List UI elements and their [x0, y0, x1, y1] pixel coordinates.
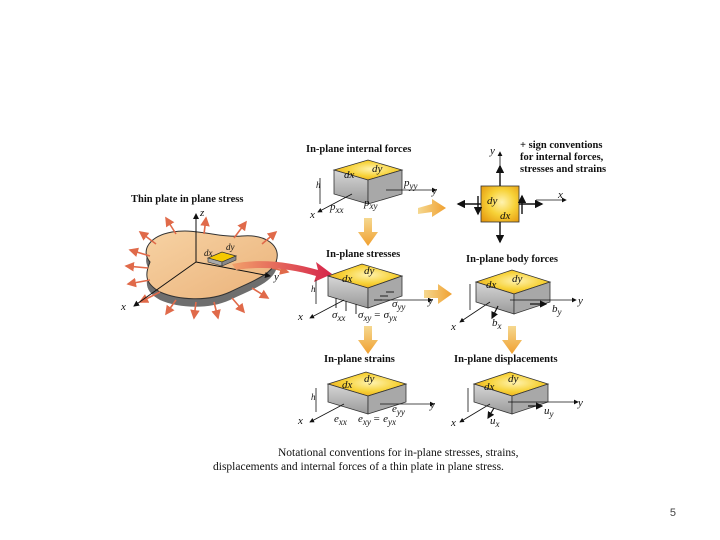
flow-arrow-red	[232, 261, 332, 282]
caption-line-1: Notational conventions for in-plane stre…	[278, 447, 519, 459]
plate-element	[206, 251, 238, 267]
sn-dy: dy	[364, 373, 375, 385]
ds-u-x: ux	[490, 415, 500, 429]
ds-dy: dy	[508, 373, 519, 385]
sign-dy: dy	[487, 195, 498, 207]
sn-e-xy: exy= eyx	[358, 413, 396, 427]
if-p-xx: pxx	[329, 201, 344, 215]
if-dx: dx	[344, 169, 355, 181]
internal-forces-block	[332, 159, 404, 205]
sn-h: h	[311, 392, 316, 402]
thin-plate-panel: Thin plate in plane stress	[120, 194, 332, 320]
stresses-title: In-plane stresses	[326, 249, 400, 260]
bf-b-x: bx	[492, 317, 502, 331]
st-axis-x: x	[297, 311, 303, 323]
strains-block	[326, 371, 408, 415]
flow-arrows	[358, 199, 522, 354]
traction-arrows	[124, 216, 290, 320]
sn-dx: dx	[342, 379, 353, 391]
sign-conventions-panel: + sign conventions for internal forces, …	[456, 140, 606, 244]
if-p-yy: pyy	[403, 177, 418, 191]
if-axis-y: y	[431, 185, 437, 197]
thin-plate-title: Thin plate in plane stress	[131, 194, 243, 205]
if-axis-x: x	[309, 209, 315, 221]
ds-u-y: uy	[544, 405, 554, 419]
plate-axis-z: z	[199, 207, 205, 219]
st-axis-y: y	[427, 295, 433, 307]
arrow-stresses-to-strains	[358, 326, 378, 354]
plate-elem-dx: dx	[204, 248, 213, 258]
st-dx: dx	[342, 273, 353, 285]
stresses-panel: In-plane stresses dx dy h σyy σxx σxy= σ…	[297, 249, 433, 323]
plate-axis-y: y	[273, 271, 279, 283]
plate-elem-dy: dy	[226, 242, 235, 252]
st-sigma-yy: σyy	[392, 298, 405, 312]
arrow-body-to-displacements	[502, 326, 522, 354]
arrow-forces-to-sign	[418, 199, 446, 217]
st-sigma-xx: σxx	[332, 309, 345, 323]
displacements-block	[472, 371, 550, 415]
if-dy: dy	[372, 163, 383, 175]
ds-dx: dx	[484, 381, 495, 393]
body-forces-title: In-plane body forces	[466, 254, 558, 265]
sign-title-2: for internal forces,	[520, 152, 604, 163]
displacements-title: In-plane displacements	[454, 354, 558, 365]
if-h: h	[316, 180, 321, 190]
arrow-forces-to-stresses	[358, 218, 378, 246]
arrow-stresses-to-body	[424, 284, 452, 304]
bf-b-y: by	[552, 303, 562, 317]
if-p-xy: pxy	[363, 197, 378, 211]
bf-dy: dy	[512, 273, 523, 285]
sign-axis-y: y	[489, 145, 495, 157]
ds-axis-x: x	[450, 417, 456, 429]
internal-forces-title: In-plane internal forces	[306, 144, 411, 155]
sn-axis-x: x	[297, 415, 303, 427]
st-h: h	[311, 284, 316, 294]
sign-title-3: stresses and strains	[520, 164, 606, 175]
plate-body	[145, 230, 278, 307]
page-number: 5	[669, 507, 676, 519]
plate-axis-x: x	[120, 301, 126, 313]
sn-e-xx: exx	[334, 413, 347, 427]
strains-panel: In-plane strains dx dy h eyy exx exy= ey…	[297, 354, 435, 427]
sn-e-yy: eyy	[392, 403, 405, 417]
st-dy: dy	[364, 265, 375, 277]
body-forces-block	[474, 269, 552, 315]
internal-forces-panel: In-plane internal forces dx dy h pyy pxx…	[306, 144, 437, 221]
strains-title: In-plane strains	[324, 354, 395, 365]
displacements-panel: In-plane displacements dx dy uy ux y x	[450, 354, 583, 429]
bf-axis-x: x	[450, 321, 456, 333]
sn-axis-y: y	[429, 399, 435, 411]
bf-dx: dx	[486, 279, 497, 291]
body-forces-panel: In-plane body forces dx dy by bx y x	[450, 254, 583, 333]
sign-axis-x: x	[557, 189, 563, 201]
st-sigma-xy: σxy= σyx	[358, 309, 397, 323]
caption-line-2: displacements and internal forces of a t…	[213, 461, 504, 473]
sign-title-1: + sign conventions	[520, 140, 602, 151]
ds-axis-y: y	[577, 397, 583, 409]
stresses-block	[326, 263, 404, 314]
sign-dx: dx	[500, 210, 511, 222]
bf-axis-y: y	[577, 295, 583, 307]
